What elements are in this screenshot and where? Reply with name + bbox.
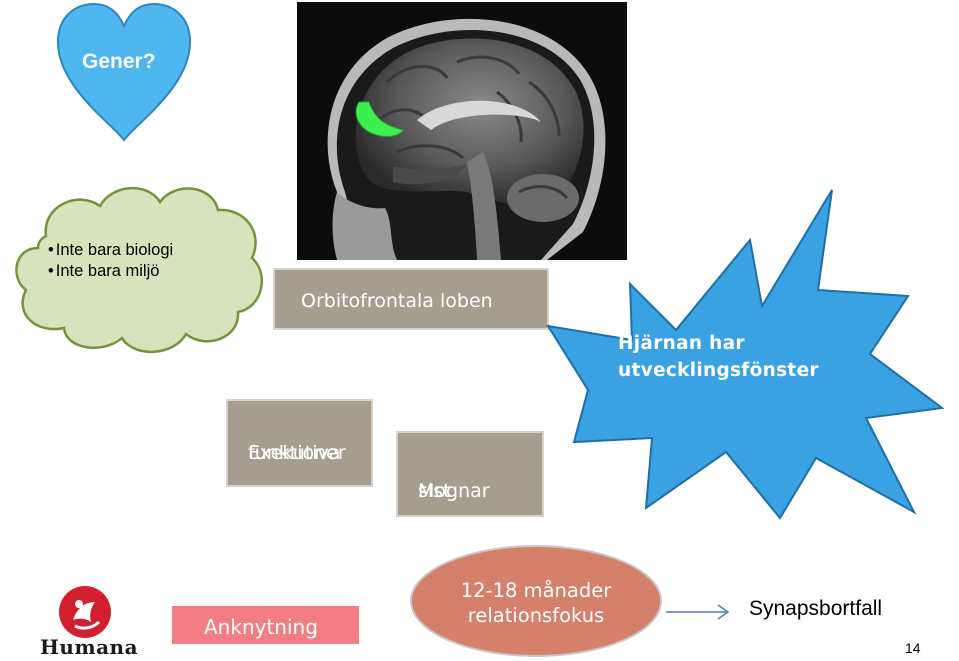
humana-logo-text: Humana — [40, 635, 139, 659]
heart-label: Gener? — [82, 50, 156, 73]
orbitofrontal-label: Orbitofrontala loben — [301, 290, 493, 312]
oval-line1: 12-18 månader — [460, 579, 612, 602]
starburst-text: Hjärnan har utvecklingsfönster — [618, 330, 819, 384]
mognar-box: Mognar sist — [396, 431, 544, 517]
anknytning-label: Anknytning — [204, 615, 318, 639]
orbitofrontal-highlight — [355, 101, 404, 137]
cloud-bullet-list: Inte bara biologi Inte bara miljö — [48, 240, 173, 282]
synapsbortfall-label: Synapsbortfall — [749, 597, 883, 620]
exekutiva-box: Exekutiva funktioner — [226, 399, 373, 487]
starburst-shape — [545, 189, 945, 520]
mognar-line2: sist — [418, 480, 451, 502]
cloud-item-miljo: Inte bara miljö — [48, 261, 173, 282]
oval-text: 12-18 månader relationsfokus — [409, 578, 663, 628]
starburst-line2: utvecklingsfönster — [618, 360, 819, 381]
orbitofrontal-box: Orbitofrontala loben — [273, 268, 549, 330]
humana-logo-icon — [59, 586, 111, 638]
exekutiva-line2: funktioner — [248, 442, 346, 464]
relationsfokus-oval — [410, 545, 662, 657]
anknytning-box: Anknytning — [172, 606, 359, 644]
cloud-item-biologi: Inte bara biologi — [48, 240, 173, 261]
arrow-right-icon — [666, 604, 730, 620]
page-number: 14 — [905, 640, 921, 656]
starburst-line1: Hjärnan har — [618, 333, 745, 354]
mognar-line1: Mognar — [418, 480, 490, 502]
heart-shape — [56, 2, 192, 142]
brain-mri-image — [297, 2, 627, 260]
oval-line2: relationsfokus — [467, 604, 605, 627]
exekutiva-line1: Exekutiva — [248, 442, 341, 464]
